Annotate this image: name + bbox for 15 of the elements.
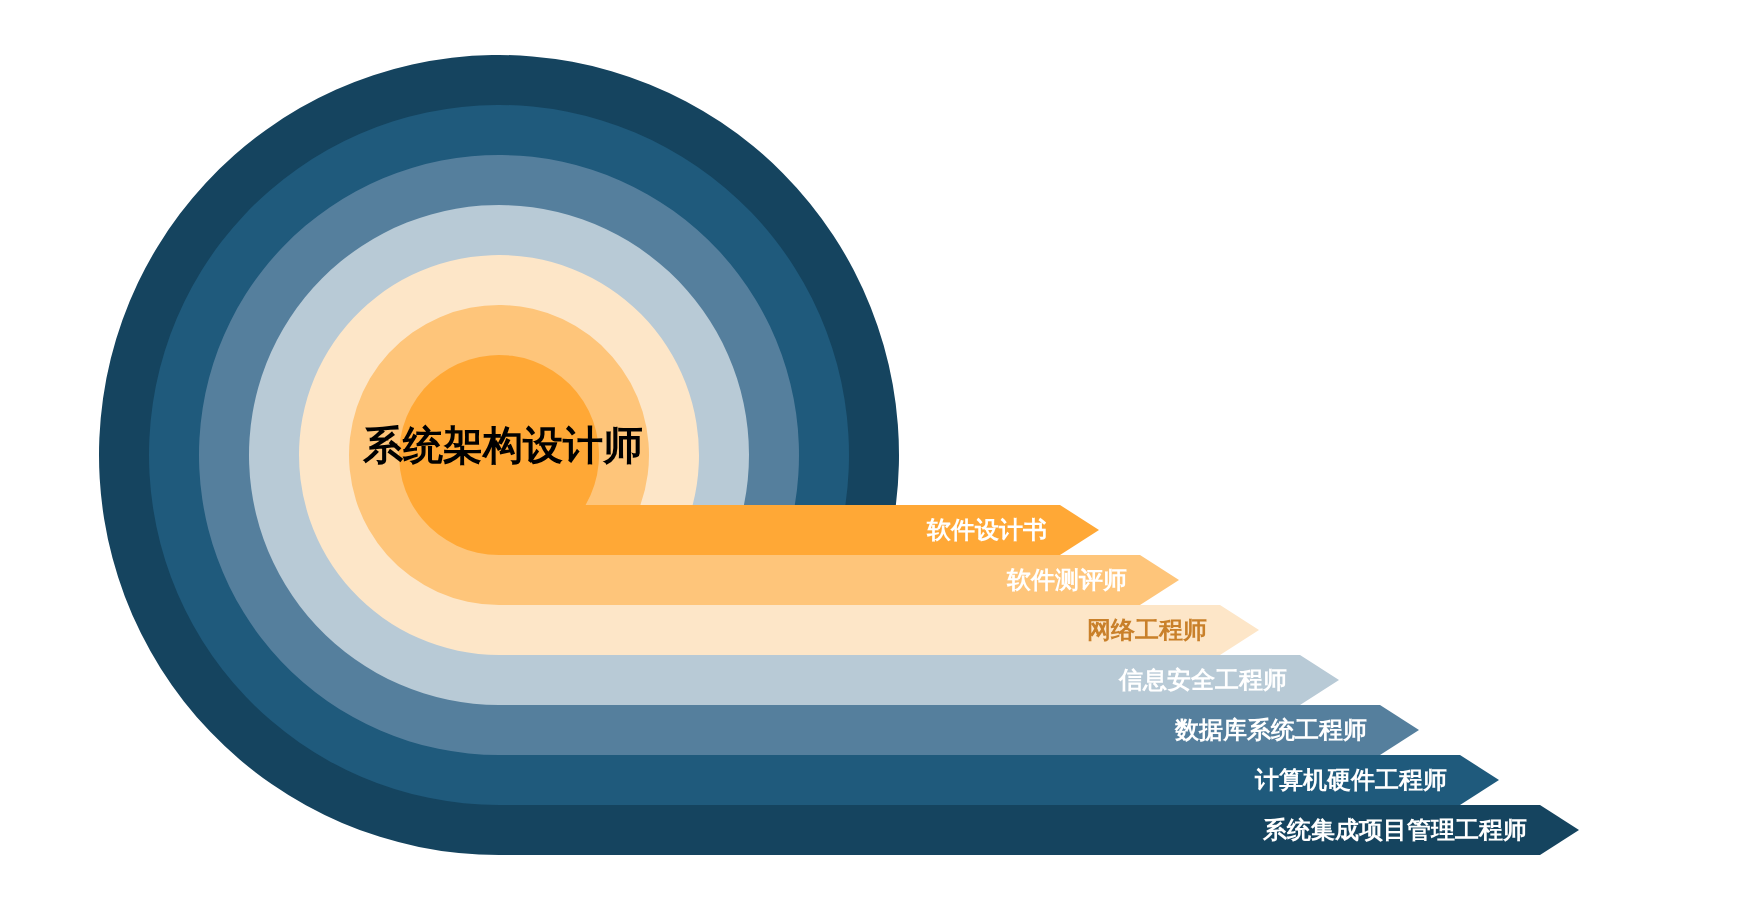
arrow-band <box>499 705 1419 755</box>
arrow-band <box>499 805 1579 855</box>
arrow-band <box>499 505 1099 555</box>
arrow-band <box>499 655 1339 705</box>
arrow-band <box>499 755 1499 805</box>
arrow-label: 网络工程师 <box>1087 615 1207 646</box>
arrow-label: 计算机硬件工程师 <box>1255 765 1447 796</box>
arrow-label: 系统集成项目管理工程师 <box>1263 815 1527 846</box>
arrow-band <box>499 555 1179 605</box>
arrow-band <box>499 605 1259 655</box>
arrow-label: 软件测评师 <box>1007 565 1127 596</box>
arrow-label: 软件设计书 <box>927 515 1047 546</box>
center-title: 系统架构设计师 <box>363 420 643 470</box>
arrow-label: 数据库系统工程师 <box>1175 715 1367 746</box>
arrow-label: 信息安全工程师 <box>1119 665 1287 696</box>
